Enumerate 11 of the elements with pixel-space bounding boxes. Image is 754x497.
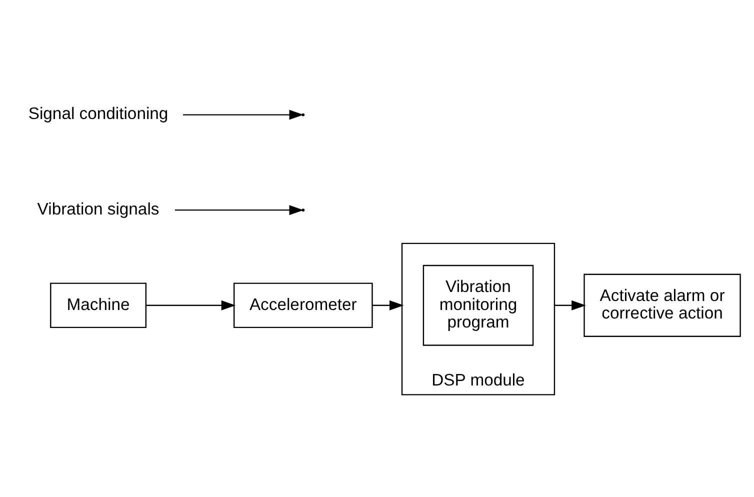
node-box: Activate alarm or corrective action [584,274,741,337]
node-box: Accelerometer [233,282,373,328]
node-box: Machine [50,282,147,328]
node-box: Vibration monitoring program [422,264,534,346]
node-text: Signal conditioning [28,104,168,124]
arrow [183,110,304,120]
arrow [372,300,404,310]
arrow [554,300,586,310]
arrow [146,300,236,310]
arrow [174,205,304,216]
node-text: Vibration signals [37,199,160,218]
